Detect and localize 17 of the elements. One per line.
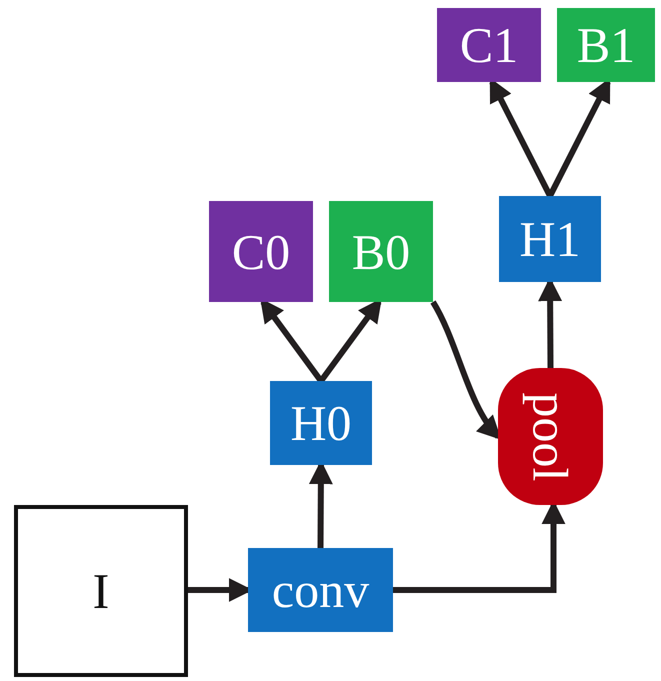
class-box	[209, 201, 313, 302]
node-label: I	[92, 566, 110, 616]
box-regression-box	[329, 201, 433, 302]
node-label: H1	[519, 214, 581, 264]
node-label: B0	[352, 226, 410, 276]
process-box	[499, 196, 601, 282]
node-label: conv	[272, 565, 370, 615]
node-label: C1	[460, 20, 518, 70]
class-box	[437, 8, 541, 82]
node-label: C0	[232, 226, 290, 276]
node-label: H0	[290, 398, 352, 448]
input-box	[14, 505, 188, 677]
node-label: B1	[576, 20, 636, 70]
box-regression-box	[557, 8, 655, 82]
process-box	[248, 548, 393, 632]
process-box	[270, 381, 372, 465]
pool-pill	[498, 368, 603, 505]
